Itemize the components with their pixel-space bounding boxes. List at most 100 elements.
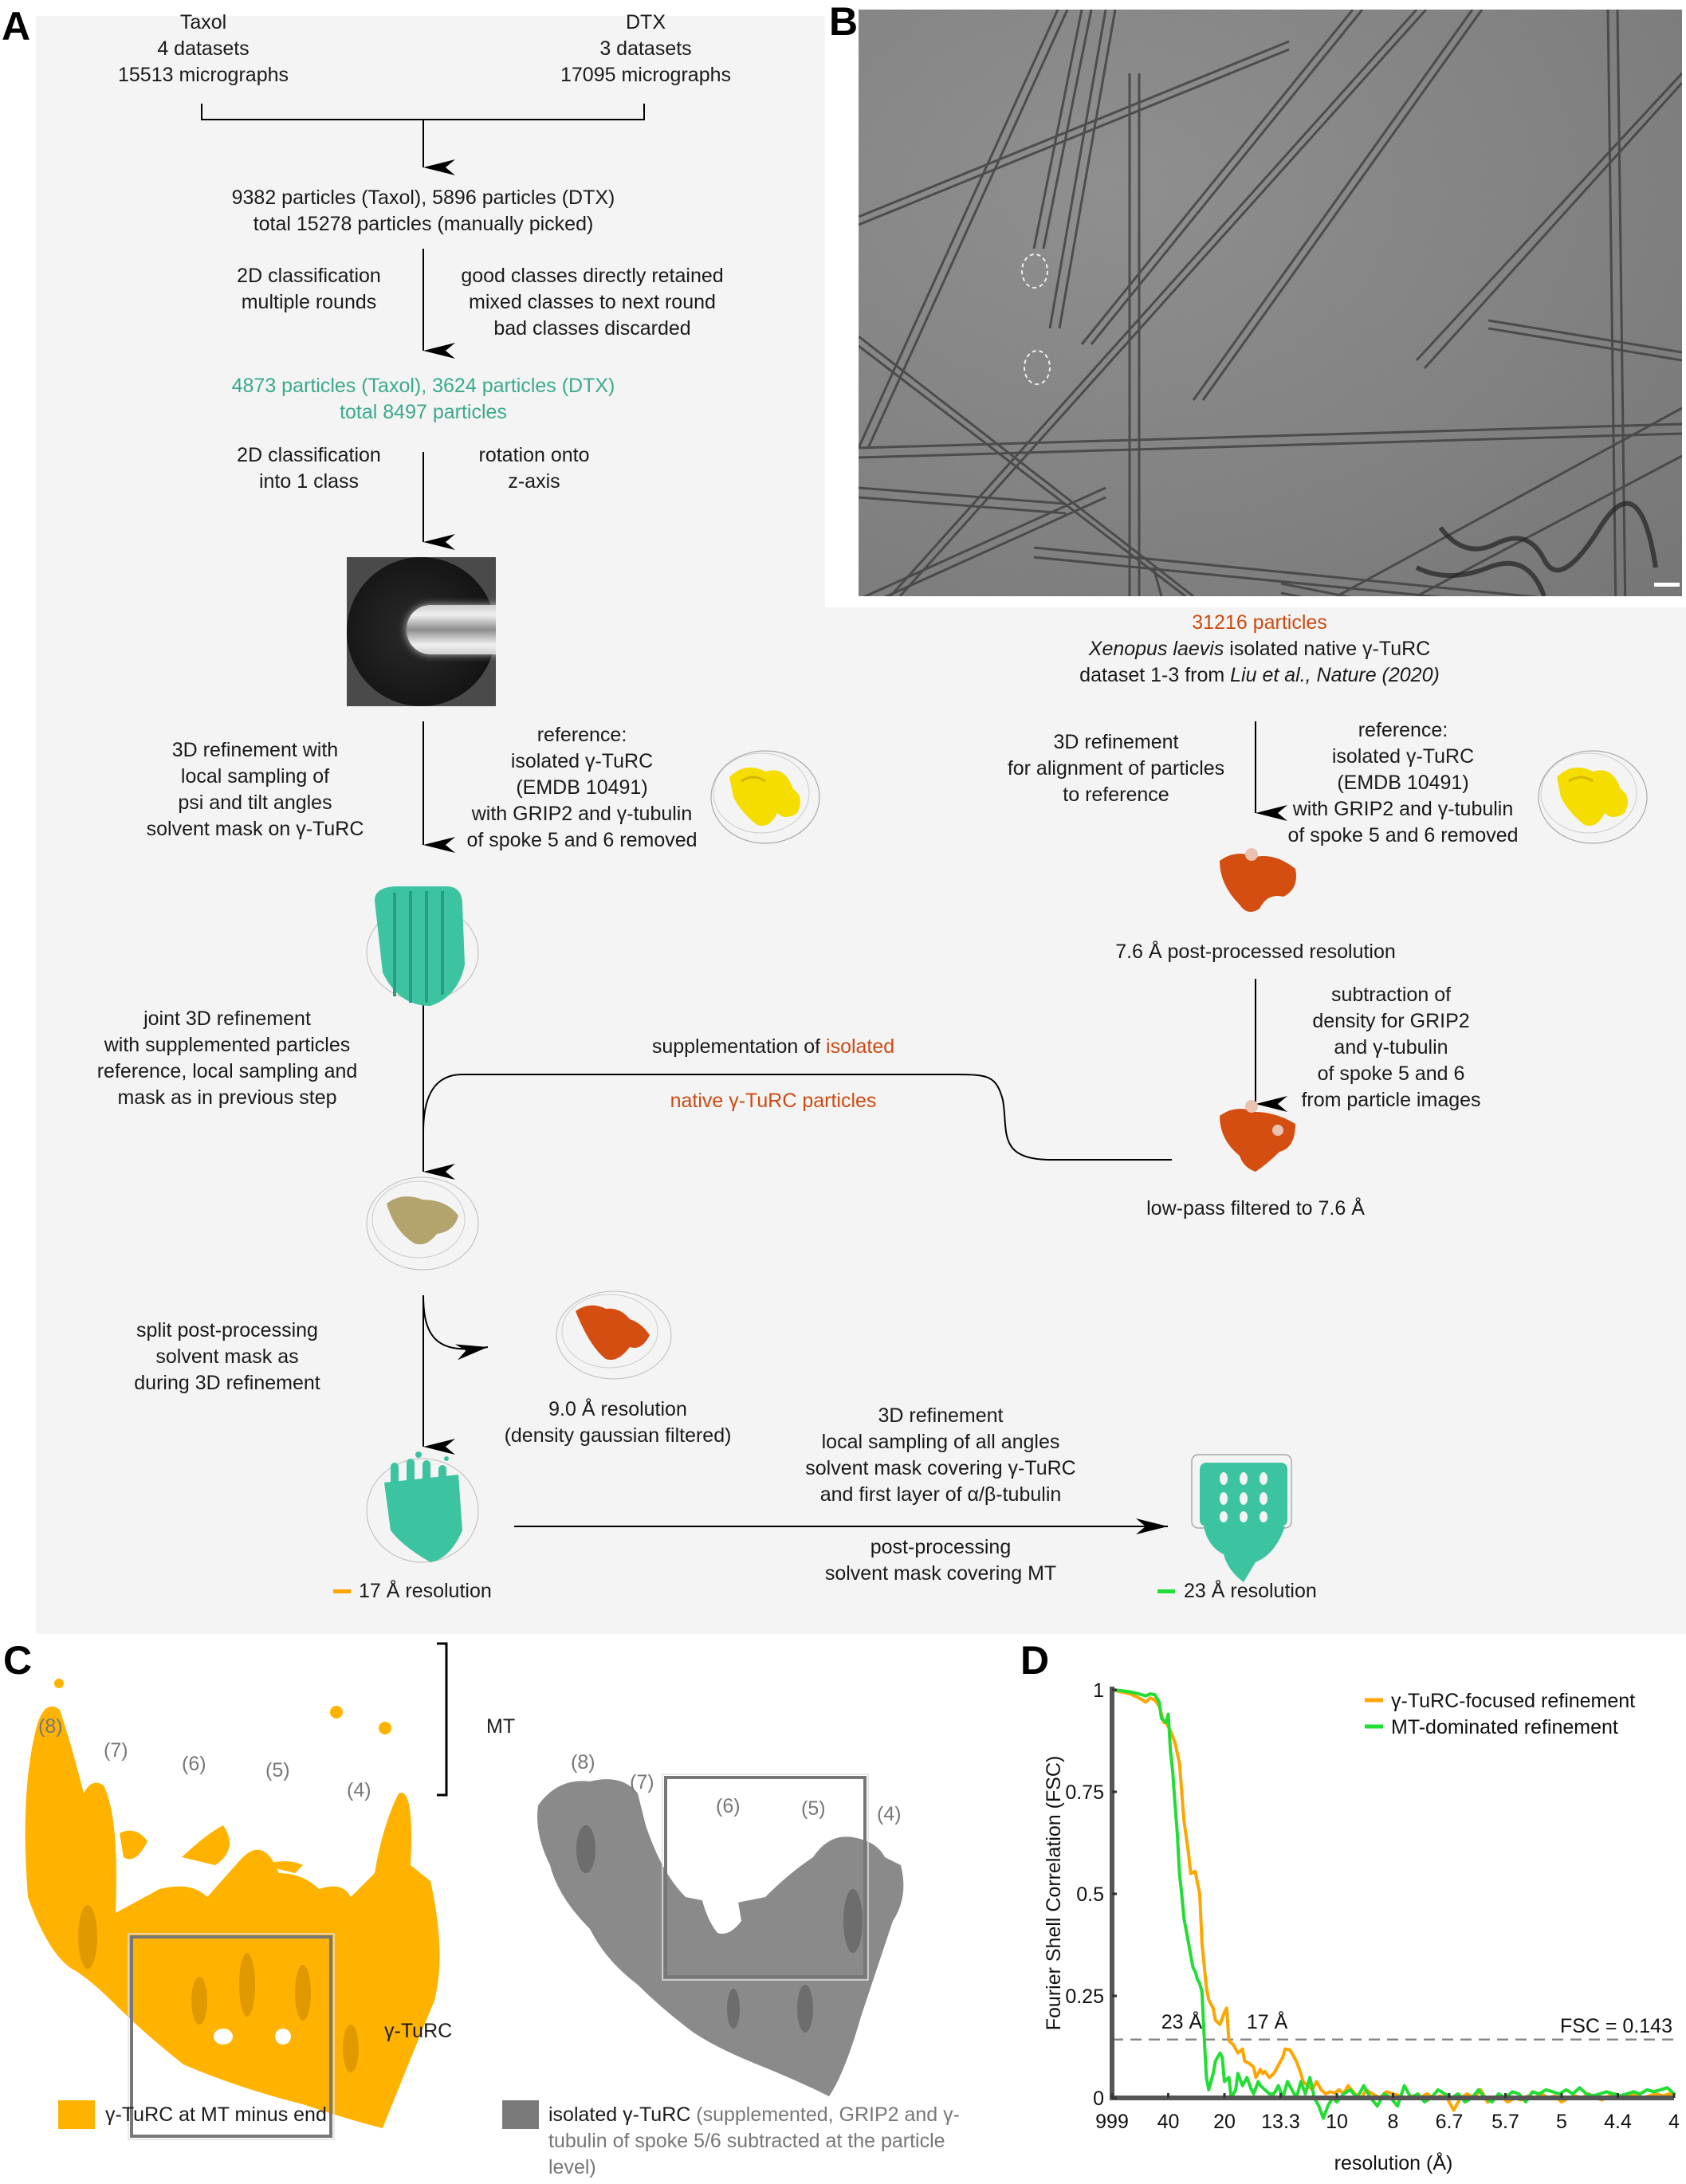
step-line: z-axis: [508, 470, 560, 493]
particle-count: 31216 particles: [1192, 611, 1327, 634]
step-line: and first layer of α/β-tubulin: [819, 1483, 1062, 1506]
spoke-label-gold: (7): [104, 1739, 128, 1762]
x-tick-label: 8: [1388, 2111, 1399, 2133]
dtx-micrographs: 17095 micrographs: [560, 64, 731, 86]
supplementation-text: supplementation of: [651, 1035, 827, 1058]
subtraction-step: subtraction of density for GRIP2 and γ-t…: [1291, 982, 1491, 1114]
step-line: good classes directly retained: [461, 265, 724, 287]
class2d-step-left: 2D classification multiple rounds: [215, 263, 403, 316]
highlight-circle: [1024, 350, 1051, 385]
teal-density-turc: [366, 886, 479, 1006]
step-line: reference:: [536, 724, 627, 746]
teal-density-23a: [1191, 1454, 1292, 1582]
x-tick-label: 4: [1668, 2111, 1680, 2133]
orange-line-key: [333, 1589, 351, 1593]
joint-refine-step: joint 3D refinement with supplemented pa…: [92, 1006, 363, 1111]
x-tick-label: 999: [1095, 2111, 1129, 2133]
panel-label-b: B: [829, 0, 859, 44]
supplementation-label-top: supplementation of isolated: [606, 1034, 941, 1060]
supplementation-label-bottom: native γ-TuRC particles: [670, 1090, 877, 1112]
step-line: subtraction of: [1330, 984, 1452, 1006]
class-microtubule-end: [407, 605, 496, 654]
gray-density-isolated-turc: [537, 1774, 904, 2096]
y-tick-label: 0: [1093, 2088, 1104, 2110]
step-line: and γ-tubulin: [1334, 1036, 1448, 1059]
step-line: 2D classification: [237, 444, 381, 466]
lowpass-label: low-pass filtered to 7.6 Å: [1146, 1197, 1365, 1220]
step-line: for alignment of particles: [1007, 757, 1225, 780]
picked-line: 9382 particles (Taxol), 5896 particles (…: [231, 187, 615, 209]
step-line: (EMDB 10491): [1337, 772, 1469, 794]
step-line: with GRIP2 and γ-tubulin: [1292, 798, 1514, 820]
legend-swatch-gold: [58, 2100, 95, 2129]
step-line: mask as in previous step: [117, 1086, 337, 1109]
step-line: bad classes discarded: [493, 317, 691, 340]
class2d-step-right: good classes directly retained mixed cla…: [441, 263, 744, 342]
panel-label-d: D: [1020, 1638, 1050, 1683]
micrograph-microtubules: [859, 10, 1682, 596]
rust-density-9a: [556, 1290, 672, 1380]
refine-step-left: 3D refinement with local sampling of psi…: [136, 737, 375, 843]
x-tick-label: 5: [1556, 2111, 1567, 2133]
cryo-em-micrograph: [859, 10, 1682, 596]
legend-label-green: MT-dominated refinement: [1391, 1716, 1618, 1738]
class1-step-right: rotation onto z-axis: [462, 442, 606, 495]
legend-gold-label: γ-TuRC at MT minus end: [105, 2103, 327, 2126]
step-line: solvent mask covering γ-TuRC: [805, 1457, 1076, 1479]
post-processed-76-label: 7.6 Å post-processed resolution: [1115, 941, 1396, 963]
legend-label-orange: γ-TuRC-focused refinement: [1391, 1690, 1635, 1712]
scale-bar: [1654, 583, 1680, 587]
mt-label: MT: [486, 1715, 516, 1738]
taxol-micrographs: 15513 micrographs: [117, 64, 289, 86]
panel-a-background-top: [36, 16, 825, 607]
arrow-branch: [422, 1294, 489, 1361]
step-line: isolated γ-TuRC: [510, 750, 654, 772]
dataset-prefix: dataset 1-3 from: [1079, 664, 1231, 686]
x-tick-label: 13.3: [1261, 2111, 1300, 2133]
legend-swatch-gray: [502, 2100, 539, 2129]
legend-gray-label: isolated γ-TuRC (supplemented, GRIP2 and…: [548, 2102, 995, 2181]
step-line: into 1 class: [258, 470, 360, 493]
turc-label: γ-TuRC: [384, 2020, 453, 2042]
final-refine-step: 3D refinement local sampling of all angl…: [789, 1403, 1092, 1508]
panel-a-background-bottom: [36, 607, 1686, 1634]
dtx-source: DTX 3 datasets 17095 micrographs: [554, 10, 737, 88]
annotation-17a: 17 Å: [1247, 2009, 1288, 2033]
step-line: solvent mask as: [155, 1345, 299, 1368]
step-line: joint 3D refinement: [143, 1008, 311, 1030]
y-axis-label: Fourier Shell Correlation (FSC): [1043, 1756, 1065, 2031]
step-line: mixed classes to next round: [469, 291, 716, 313]
series-line-1: [1111, 1688, 1676, 2120]
x-tick-label: 20: [1213, 2111, 1236, 2133]
y-tick-label: 0.5: [1076, 1884, 1104, 1906]
rust-density-subtracted: [1220, 1100, 1295, 1172]
x-axis-label: resolution (Å): [1334, 2151, 1453, 2174]
spoke-label-gray: (5): [801, 1797, 826, 1820]
y-tick-label: 0.25: [1065, 1986, 1104, 2008]
step-line: to reference: [1063, 784, 1169, 806]
picked-line: total 15278 particles (manually picked): [253, 213, 594, 235]
dataset-citation: Liu et al., Nature (2020): [1230, 664, 1440, 686]
annotation-23a: 23 Å: [1161, 2009, 1203, 2033]
spoke-label-gray: (4): [877, 1803, 902, 1825]
step-line: of spoke 5 and 6 removed: [466, 829, 698, 851]
spoke-label-gray: (6): [716, 1795, 741, 1817]
dtx-label: DTX: [626, 11, 666, 33]
panel-label-c: C: [3, 1638, 33, 1683]
species-rest: isolated native γ-TuRC: [1224, 638, 1431, 660]
step-line: with GRIP2 and γ-tubulin: [471, 803, 693, 825]
reference-description-right: reference: isolated γ-TuRC (EMDB 10491) …: [1275, 717, 1531, 849]
step-line: (EMDB 10491): [516, 776, 648, 799]
reference-density-yellow: [710, 750, 820, 844]
step-line: 2D classification: [237, 265, 381, 287]
spoke-label-gold: (8): [38, 1715, 63, 1738]
alignment-refine-step: 3D refinement for alignment of particles…: [996, 729, 1236, 808]
x-tick-label: 6.7: [1436, 2111, 1464, 2133]
spoke-label-gray: (7): [630, 1771, 654, 1793]
step-line: rotation onto: [478, 444, 590, 466]
supplementation-highlight: isolated: [826, 1035, 895, 1058]
spoke-label-gold: (4): [347, 1779, 371, 1801]
mt-bracket: [437, 1642, 448, 1797]
step-line: solvent mask covering MT: [824, 1562, 1057, 1585]
